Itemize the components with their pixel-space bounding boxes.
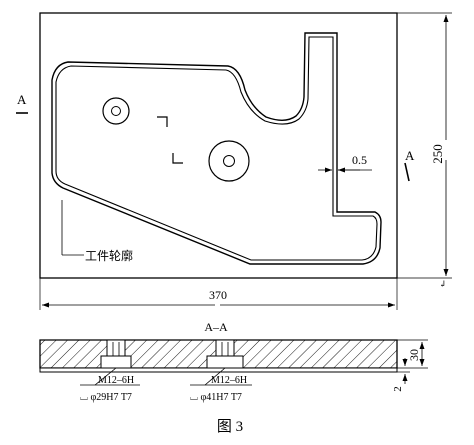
- section-title: A–A: [204, 320, 228, 334]
- contour-callout: 工件轮廓: [61, 200, 133, 263]
- figure-caption: 图 3: [217, 418, 243, 435]
- corner-mark: ↲: [439, 279, 447, 289]
- plate-outline: [39, 12, 398, 279]
- dimension-gap: 0.5: [318, 153, 372, 173]
- corner-mark-upper: [157, 116, 168, 127]
- svg-text:M12–6H: M12–6H: [98, 375, 134, 386]
- svg-text:250: 250: [430, 144, 445, 164]
- svg-text:A: A: [17, 92, 27, 107]
- plan-view: A A 0.5 工件轮廓 250: [16, 12, 452, 310]
- dimension-thickness: 30: [397, 339, 428, 369]
- dimension-width: 370: [39, 278, 398, 310]
- hole-right-callout: M12–6H ⌴ φ41H7 T7: [190, 367, 252, 403]
- svg-text:370: 370: [209, 288, 227, 302]
- hole-left-callout: M12–6H ⌴ φ29H7 T7: [80, 367, 140, 403]
- svg-text:2: 2: [392, 386, 404, 392]
- section-marker-right: A: [404, 148, 415, 182]
- workpiece-contour: [51, 32, 382, 265]
- svg-text:工件轮廓: 工件轮廓: [85, 248, 133, 263]
- hole-large: [208, 140, 250, 182]
- dimension-recess: 2: [392, 358, 410, 392]
- svg-text:⌴ φ29H7 T7: ⌴ φ29H7 T7: [80, 392, 132, 403]
- hole-small: [102, 97, 130, 125]
- section-view: A–A M12–6H ⌴ φ29H7 T7: [39, 320, 428, 403]
- dimension-height: 250: [397, 12, 452, 279]
- corner-mark-lower: [172, 153, 183, 164]
- svg-text:30: 30: [407, 349, 421, 361]
- svg-text:A: A: [405, 148, 415, 163]
- section-hole-left: [100, 339, 132, 369]
- svg-text:M12–6H: M12–6H: [211, 375, 247, 386]
- svg-text:0.5: 0.5: [352, 153, 367, 167]
- section-marker-left: A: [16, 92, 28, 114]
- svg-text:⌴ φ41H7 T7: ⌴ φ41H7 T7: [190, 392, 242, 403]
